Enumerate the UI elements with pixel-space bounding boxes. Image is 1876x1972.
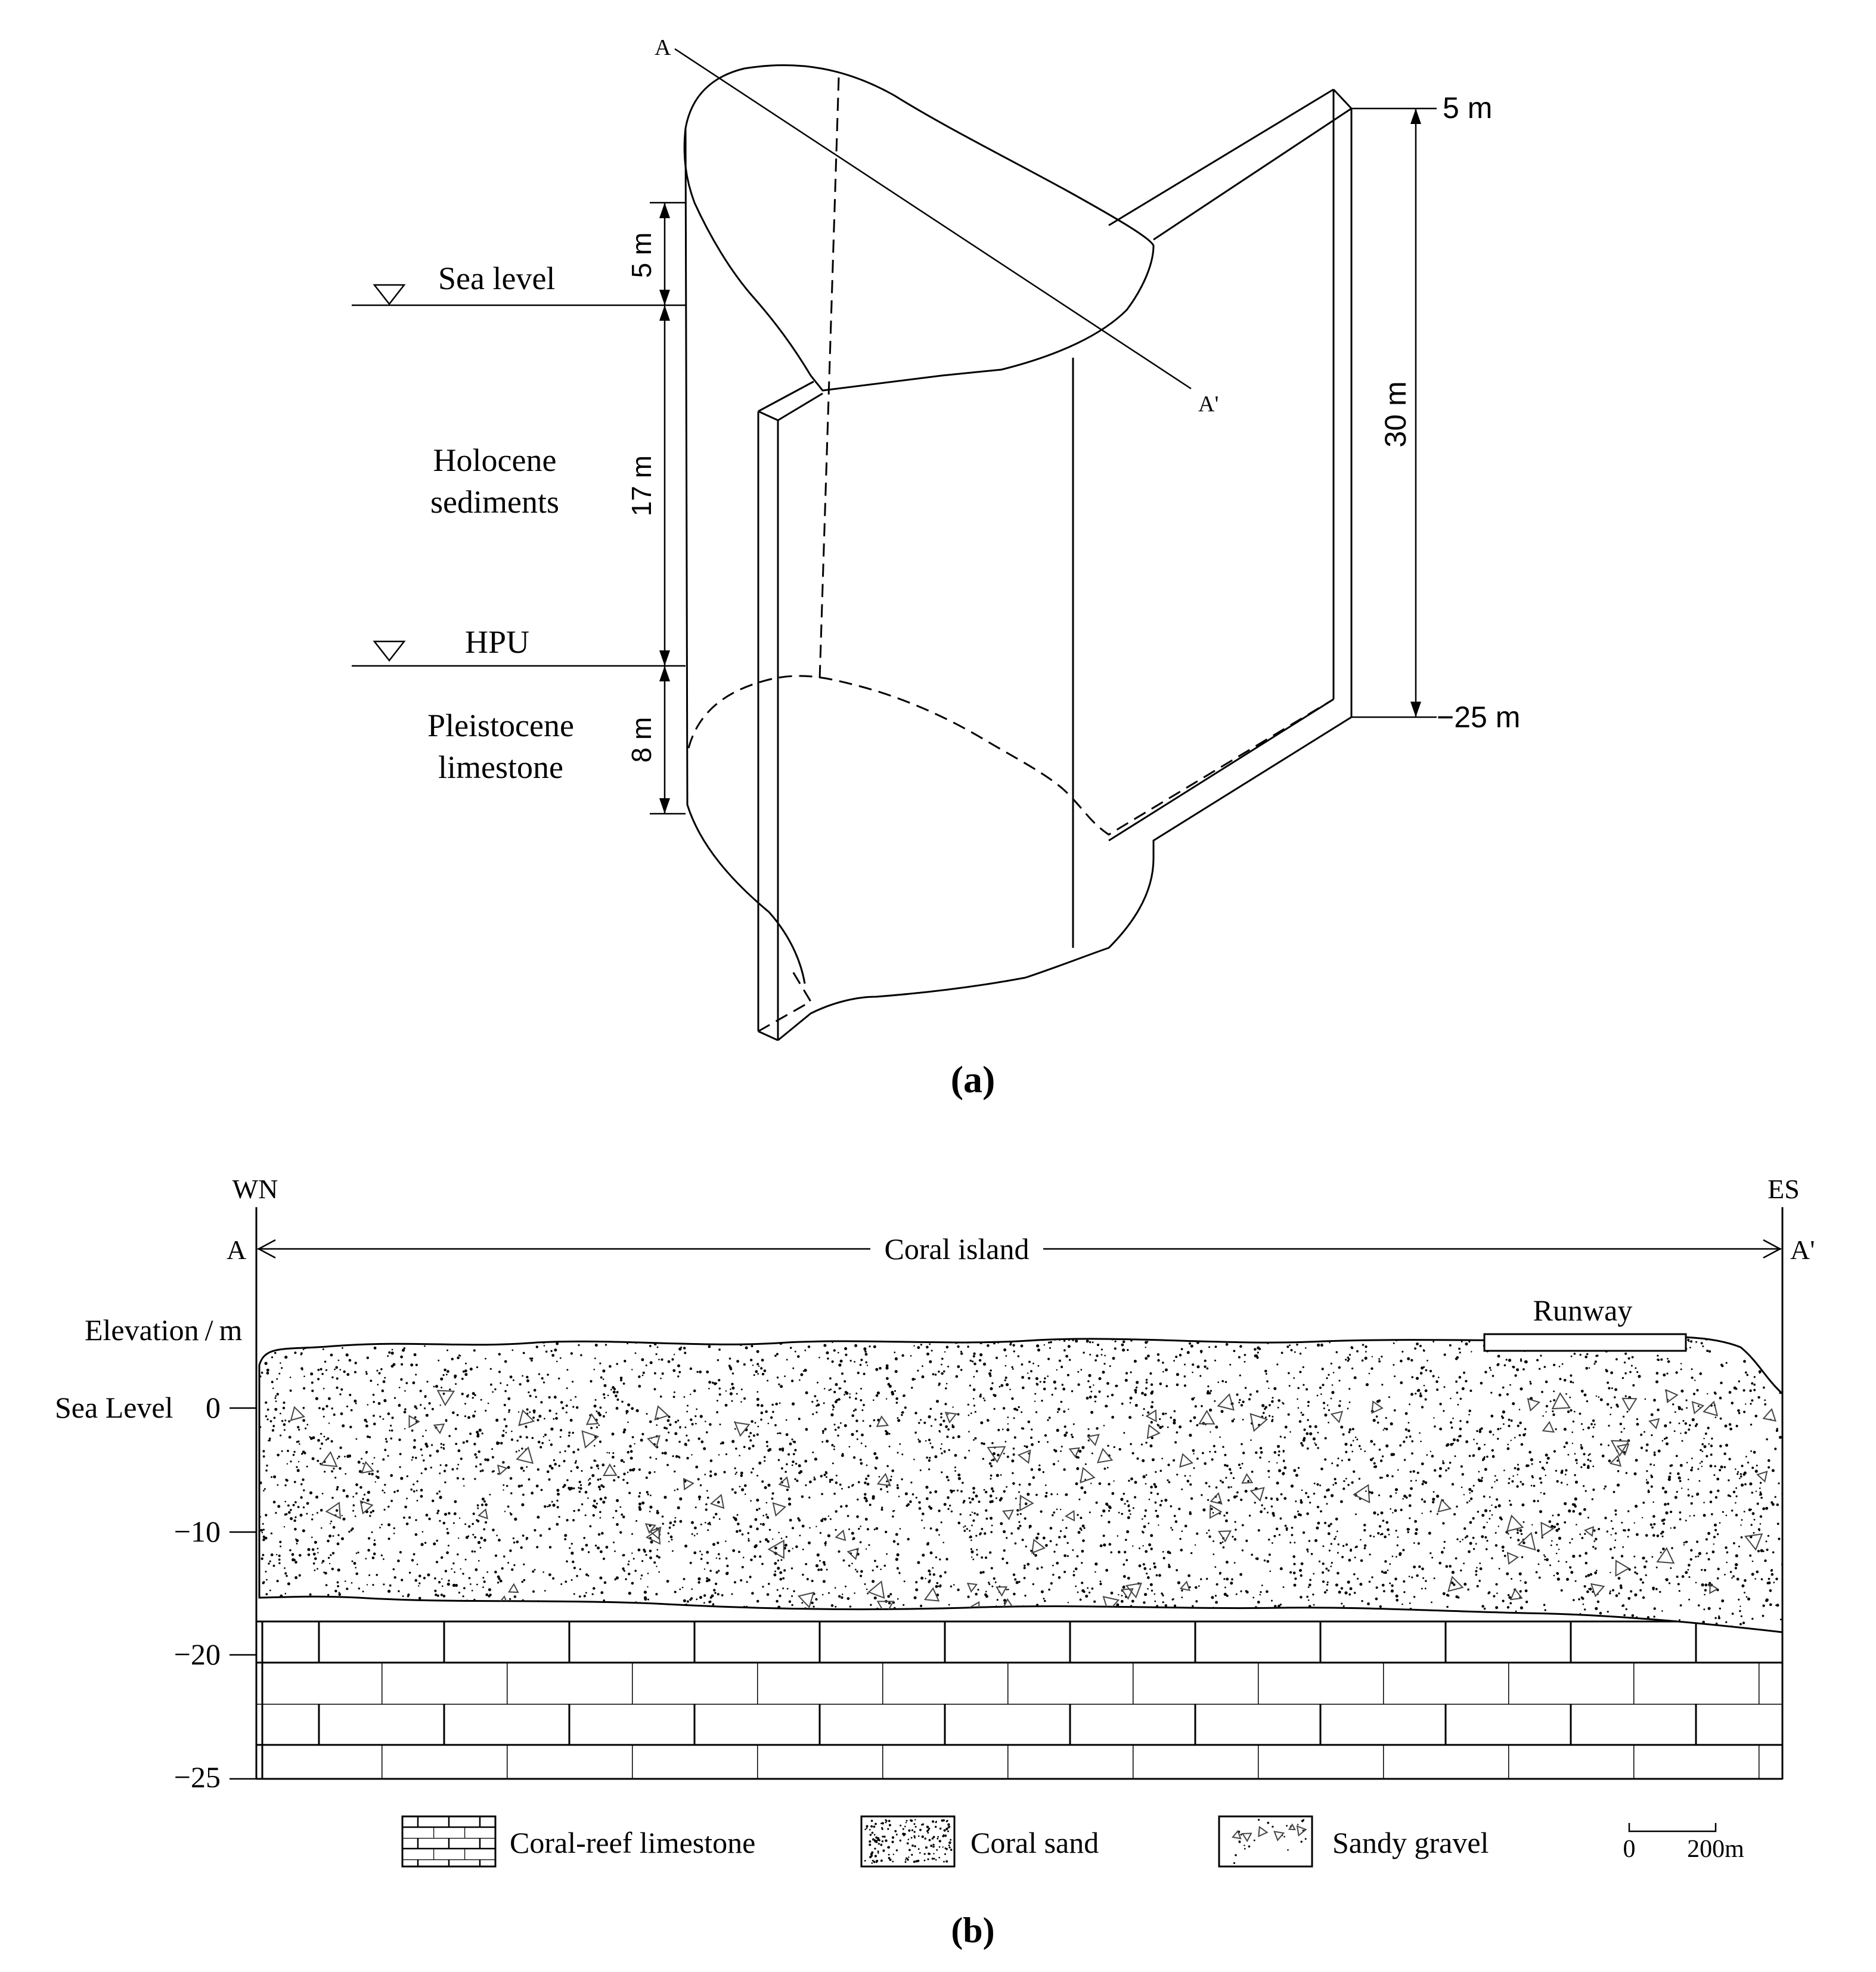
legend-limestone-swatch bbox=[401, 1815, 497, 1868]
panel-a-block-diagram: A A' Sea level HPU Holocene sediments Pl… bbox=[352, 35, 1520, 1100]
left-point-label: A bbox=[227, 1235, 246, 1265]
sea-level-text: Sea Level bbox=[55, 1391, 173, 1424]
sea-level-triangle-icon bbox=[373, 284, 406, 306]
hpu-triangle-icon bbox=[373, 640, 406, 662]
panel-a-caption: (a) bbox=[951, 1058, 996, 1100]
legend-sand-texture bbox=[864, 1819, 953, 1864]
section-end-label: A' bbox=[1198, 392, 1218, 417]
holocene-label-line2: sediments bbox=[430, 484, 559, 520]
hpu-dashed-boundary bbox=[687, 675, 1334, 836]
span-arrow-left-icon bbox=[257, 1239, 276, 1259]
top-arm-lower-edge bbox=[1153, 107, 1352, 241]
right-point-label: A' bbox=[1790, 1235, 1815, 1265]
y-tick-20: −20 bbox=[174, 1638, 221, 1671]
island-top-outline bbox=[683, 64, 1155, 392]
axis-title: Elevation / m bbox=[85, 1313, 243, 1347]
hpu-label: HPU bbox=[465, 624, 529, 660]
left-outer-profile bbox=[684, 128, 806, 984]
inner-vertical-dashed bbox=[818, 77, 840, 680]
legend-gravel-texture bbox=[1232, 1819, 1307, 1864]
limestone-layer bbox=[256, 1621, 1782, 1779]
top-arm-end-cap bbox=[1332, 88, 1353, 110]
dim-pleistocene-value: 8 m bbox=[626, 717, 657, 763]
bottom-elevation-label: −25 m bbox=[1437, 700, 1520, 734]
coral-sand-body bbox=[258, 1336, 1784, 1633]
y-tick-0: 0 bbox=[206, 1391, 221, 1424]
scale-bar bbox=[1628, 1823, 1717, 1833]
scale-length-label: 200m bbox=[1687, 1835, 1744, 1863]
legend-limestone-label: Coral-reef limestone bbox=[510, 1826, 755, 1859]
dim-above-sea-value: 5 m bbox=[626, 232, 657, 278]
y-tick-10: −10 bbox=[174, 1515, 221, 1548]
pleistocene-label-line1: Pleistocene bbox=[427, 708, 574, 743]
legend-gravel-label: Sandy gravel bbox=[1332, 1826, 1489, 1859]
legend-gravel-swatch bbox=[1218, 1815, 1313, 1868]
section-start-label: A bbox=[655, 35, 671, 60]
panel-b-cross-section: WN ES A A' Coral island Runway Elevation… bbox=[55, 1174, 1815, 1950]
right-direction-label: ES bbox=[1768, 1174, 1800, 1204]
runway-rect bbox=[1483, 1333, 1687, 1352]
top-elevation-label: 5 m bbox=[1443, 91, 1492, 125]
top-arm-upper-edge bbox=[1108, 88, 1334, 227]
section-line-a-a bbox=[674, 48, 1192, 390]
panel-b-caption: (b) bbox=[951, 1911, 994, 1950]
span-label: Coral island bbox=[884, 1232, 1029, 1266]
legend-sand-label: Coral sand bbox=[970, 1826, 1099, 1859]
dim-total-value: 30 m bbox=[1379, 381, 1412, 447]
span-arrow-right-icon bbox=[1763, 1239, 1782, 1259]
runway-label: Runway bbox=[1533, 1294, 1633, 1327]
pleistocene-label-line2: limestone bbox=[438, 749, 563, 785]
base-outline bbox=[777, 716, 1352, 1041]
sea-level-label: Sea level bbox=[438, 261, 555, 296]
left-slab-top-link bbox=[777, 392, 823, 421]
scale-zero-label: 0 bbox=[1623, 1835, 1636, 1863]
holocene-label-line1: Holocene bbox=[433, 442, 557, 478]
limestone-outline bbox=[256, 1620, 1782, 1780]
left-direction-label: WN bbox=[232, 1174, 278, 1204]
left-slab-face bbox=[757, 380, 814, 1041]
dim-holocene-value: 17 m bbox=[626, 455, 657, 516]
y-tick-25: −25 bbox=[174, 1760, 221, 1794]
slab-dashed-corner bbox=[758, 971, 813, 1032]
